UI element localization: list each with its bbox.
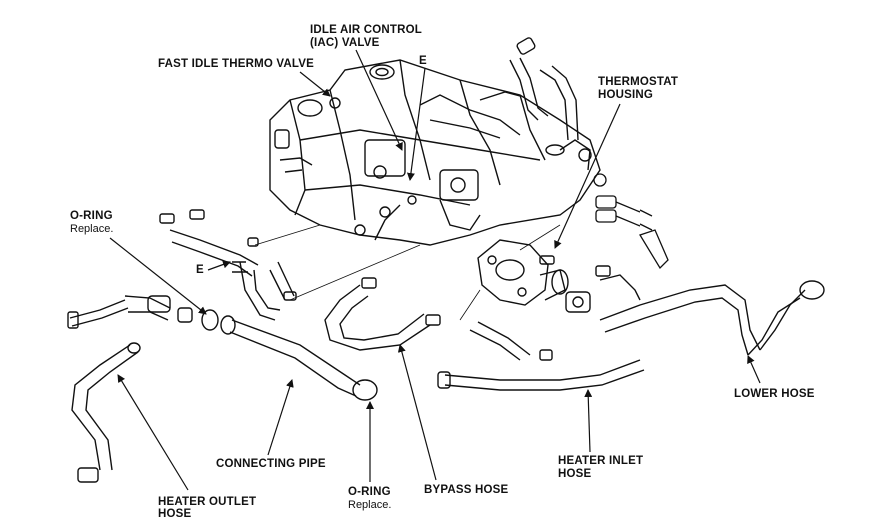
- heater-inlet-label-2: HOSE: [558, 468, 592, 480]
- leader-thermostat: [554, 103, 621, 249]
- lower-hose-label: LOWER HOSE: [734, 388, 815, 400]
- oring-bottom-label-1: O-RING: [348, 486, 391, 498]
- leader-e-left: [207, 260, 231, 271]
- lower-hose-part: [595, 265, 825, 356]
- heater-inlet-label-1: HEATER INLET: [558, 455, 644, 467]
- leader-iac: [355, 49, 403, 151]
- thermostat-label-1: THERMOSTAT: [598, 76, 679, 88]
- bypass-hose-label: BYPASS HOSE: [424, 484, 509, 496]
- iac-valve-label-1: IDLE AIR CONTROL: [310, 24, 423, 36]
- e-left-label: E: [196, 264, 204, 276]
- hoses-left: [159, 209, 297, 321]
- leader-oring-left: [109, 237, 207, 315]
- leader-lines: [109, 49, 761, 491]
- oring-left-label-1: O-RING: [70, 210, 113, 222]
- sensors: [593, 173, 669, 270]
- connecting-pipe-label: CONNECTING PIPE: [216, 458, 326, 470]
- leader-connecting-pipe: [267, 379, 294, 456]
- fast-idle-label: FAST IDLE THERMO VALVE: [158, 58, 315, 70]
- heater-inlet-hose-part: [437, 321, 645, 391]
- leader-lower-hose: [747, 355, 761, 384]
- oring-bottom-label-2: Replace.: [348, 499, 392, 511]
- thermostat-label-2: HOUSING: [598, 89, 654, 101]
- leader-fast-idle: [299, 71, 331, 97]
- bypass-hose-part: [324, 277, 441, 351]
- upper-hoses: [509, 37, 579, 156]
- heater-outlet-label-1: HEATER OUTLET: [158, 496, 257, 508]
- e-top-label: E: [419, 55, 427, 67]
- reference-lines: [254, 224, 561, 321]
- heater-outlet-hose-part: [71, 342, 141, 483]
- leader-e-top: [406, 67, 426, 181]
- leader-heater-outlet: [117, 374, 189, 491]
- engine-block: [269, 59, 601, 246]
- iac-valve-label-2: (IAC) VALVE: [310, 37, 380, 49]
- oring-left-label-2: Replace.: [70, 223, 114, 235]
- leader-heater-inlet: [584, 389, 593, 453]
- heater-outlet-label-2: HOSE: [158, 508, 192, 520]
- leader-bypass: [397, 344, 437, 481]
- thermostat-housing-part: [477, 239, 591, 313]
- connecting-pipe-part: [67, 295, 378, 401]
